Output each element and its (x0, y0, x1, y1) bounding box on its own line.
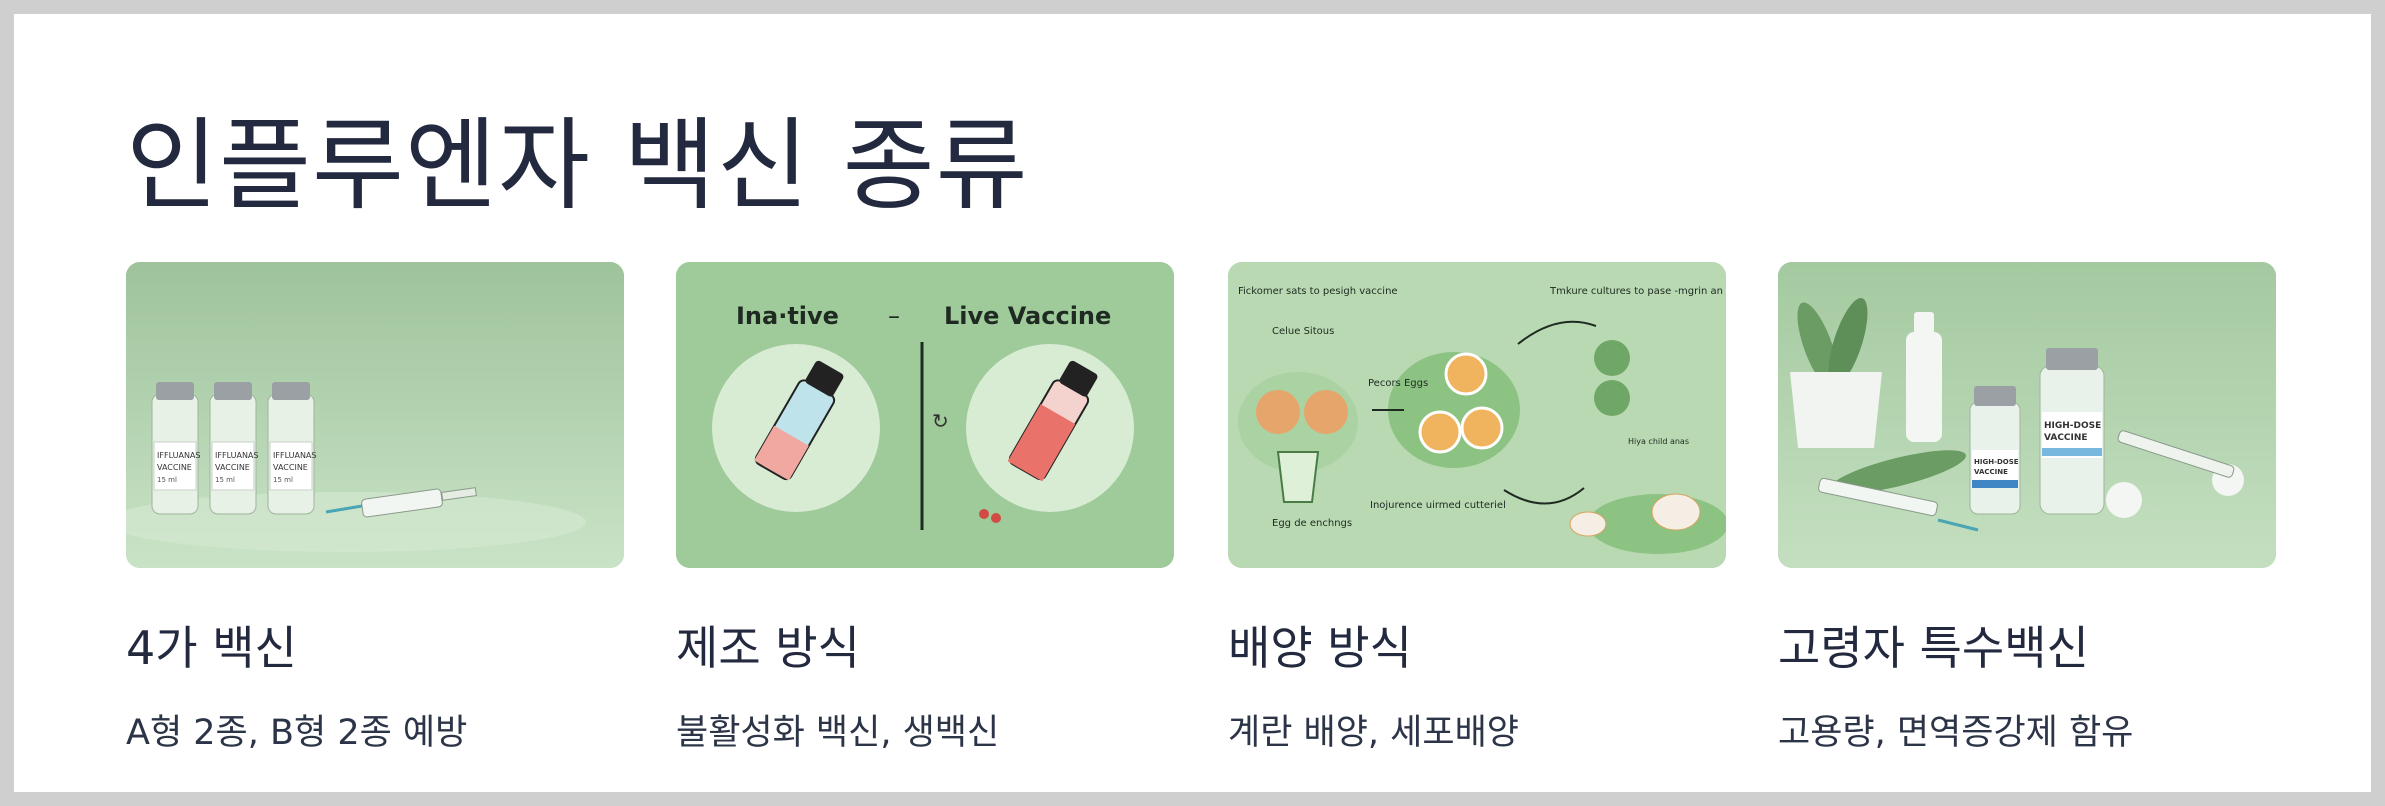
vial-1 (151, 382, 199, 515)
vaccine-comparison-illustration: Ina·tive – Live Vaccine ↻ (676, 262, 1174, 568)
card-description: 고용량, 면역증강제 함유 (1778, 713, 2134, 753)
vial-3 (267, 382, 315, 515)
svg-text:VACCINE: VACCINE (273, 463, 308, 472)
svg-text:Celue Sitous: Celue Sitous (1272, 326, 1334, 337)
vaccine-vials-image: IFFLUANAS VACCINE 15 ml IFFLUANAS VACCIN… (126, 262, 624, 568)
card-description: A형 2종, B형 2종 예방 (126, 713, 468, 753)
culture-process-illustration: Fickomer sats to pesigh vaccine Tmkure c… (1228, 262, 1726, 568)
inactive-vial (754, 360, 844, 481)
card-heading: 4가 백신 (126, 621, 297, 675)
card-culture: Fickomer sats to pesigh vaccine Tmkure c… (1228, 262, 1726, 755)
vial-small (1969, 386, 2021, 515)
svg-text:VACCINE: VACCINE (215, 463, 250, 472)
svg-text:Pecors Eggs: Pecors Eggs (1368, 378, 1428, 389)
vial-large (2039, 348, 2105, 515)
svg-text:Hiya child anas: Hiya child anas (1628, 437, 1689, 446)
vaccine-vials-illustration: IFFLUANAS VACCINE 15 ml IFFLUANAS VACCIN… (126, 262, 624, 568)
svg-text:–: – (888, 302, 900, 330)
svg-text:VACCINE: VACCINE (157, 463, 192, 472)
svg-text:15 ml: 15 ml (273, 476, 293, 484)
slide: 인플루엔자 백신 종류 (14, 14, 2371, 792)
svg-text:VACCINE: VACCINE (2044, 433, 2088, 443)
svg-text:Inojurence uirmed cutteriel: Inojurence uirmed cutteriel (1370, 500, 1506, 511)
vial-2 (209, 382, 257, 515)
svg-text:Egg de enchngs: Egg de enchngs (1272, 518, 1352, 529)
svg-text:IFFLUANAS: IFFLUANAS (215, 451, 258, 460)
svg-text:Ina·tive: Ina·tive (736, 302, 839, 330)
syringe (325, 487, 477, 518)
svg-text:15 ml: 15 ml (157, 476, 177, 484)
svg-text:IFFLUANAS: IFFLUANAS (157, 451, 200, 460)
card-elderly: HIGH-DOSE VACCINE HIGH-DOSE VACCINE 고령자 … (1778, 262, 2276, 755)
svg-text:↻: ↻ (932, 409, 949, 433)
high-dose-illustration: HIGH-DOSE VACCINE HIGH-DOSE VACCINE (1778, 262, 2276, 568)
slide-title: 인플루엔자 백신 종류 (126, 107, 1029, 224)
svg-text:HIGH-DOSE: HIGH-DOSE (2044, 421, 2101, 431)
high-dose-vaccine-image: HIGH-DOSE VACCINE HIGH-DOSE VACCINE (1778, 262, 2276, 568)
card-description: 계란 배양, 세포배양 (1228, 713, 1519, 753)
card-description: 불활성화 백신, 생백신 (676, 713, 1000, 753)
svg-text:VACCINE: VACCINE (1974, 468, 2008, 476)
live-vial (1007, 360, 1098, 482)
card-heading: 고령자 특수백신 (1778, 621, 2089, 675)
svg-text:15 ml: 15 ml (215, 476, 235, 484)
svg-text:Live Vaccine: Live Vaccine (944, 302, 1111, 330)
card-quadrivalent: IFFLUANAS VACCINE 15 ml IFFLUANAS VACCIN… (126, 262, 624, 755)
card-manufacturing: Ina·tive – Live Vaccine ↻ (676, 262, 1174, 755)
card-heading: 제조 방식 (676, 621, 860, 675)
inactive-live-vaccine-image: Ina·tive – Live Vaccine ↻ (676, 262, 1174, 568)
svg-text:HIGH-DOSE: HIGH-DOSE (1974, 458, 2019, 466)
svg-text:Tmkure cultures to pase -mgrin: Tmkure cultures to pase -mgrin an (1549, 286, 1723, 297)
svg-text:Fickomer sats to pesigh vaccin: Fickomer sats to pesigh vaccine (1238, 286, 1398, 297)
egg-cell-culture-image: Fickomer sats to pesigh vaccine Tmkure c… (1228, 262, 1726, 568)
svg-text:IFFLUANAS: IFFLUANAS (273, 451, 316, 460)
card-heading: 배양 방식 (1228, 621, 1412, 675)
plant-pot (1790, 298, 1882, 448)
syringe (1818, 477, 1979, 532)
